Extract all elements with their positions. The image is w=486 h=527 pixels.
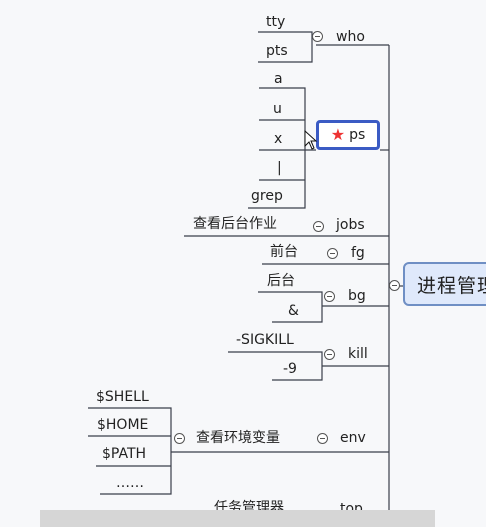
- env-home-label[interactable]: $HOME: [97, 417, 149, 433]
- jobs-child-label[interactable]: 查看后台作业: [193, 216, 277, 232]
- root-collapse-icon[interactable]: [389, 280, 400, 291]
- kill-label[interactable]: kill: [348, 346, 368, 362]
- horizontal-scrollbar[interactable]: [40, 510, 435, 527]
- kill-sigkill-label[interactable]: -SIGKILL: [236, 332, 294, 348]
- fg-label[interactable]: fg: [351, 245, 365, 261]
- star-icon: ★: [330, 125, 346, 144]
- root-node[interactable]: 进程管理: [403, 262, 486, 306]
- pts-label[interactable]: pts: [266, 43, 288, 59]
- env-child-collapse-icon[interactable]: [174, 433, 185, 444]
- bg-collapse-icon[interactable]: [324, 291, 335, 302]
- ps-a-label[interactable]: a: [274, 71, 283, 87]
- env-child-label[interactable]: 查看环境变量: [196, 430, 280, 446]
- env-more-label[interactable]: ……: [116, 475, 144, 491]
- bg-child-amp-label[interactable]: &: [288, 303, 299, 319]
- root-label: 进程管理: [417, 274, 486, 297]
- who-label[interactable]: who: [336, 29, 365, 45]
- env-shell-label[interactable]: $SHELL: [96, 389, 149, 405]
- ps-x-label[interactable]: x: [274, 131, 283, 147]
- ps-label: ps: [349, 127, 366, 143]
- ps-pipe-label[interactable]: |: [277, 160, 282, 176]
- jobs-label[interactable]: jobs: [336, 217, 365, 233]
- who-collapse-icon[interactable]: [312, 31, 323, 42]
- jobs-collapse-icon[interactable]: [313, 221, 324, 232]
- fg-collapse-icon[interactable]: [327, 248, 338, 259]
- env-path-label[interactable]: $PATH: [102, 446, 147, 462]
- kill-collapse-icon[interactable]: [324, 349, 335, 360]
- bg-child-backend-label[interactable]: 后台: [267, 273, 295, 289]
- env-label[interactable]: env: [340, 430, 366, 446]
- kill-9-label[interactable]: -9: [283, 361, 297, 377]
- ps-node-selected[interactable]: ★ ps: [316, 120, 380, 150]
- ps-u-label[interactable]: u: [273, 101, 282, 117]
- mouse-cursor-icon: [304, 130, 318, 150]
- tty-label[interactable]: tty: [266, 14, 286, 30]
- env-collapse-icon[interactable]: [317, 433, 328, 444]
- fg-child-label[interactable]: 前台: [270, 244, 298, 260]
- bg-label[interactable]: bg: [348, 288, 366, 304]
- ps-grep-label[interactable]: grep: [251, 188, 283, 204]
